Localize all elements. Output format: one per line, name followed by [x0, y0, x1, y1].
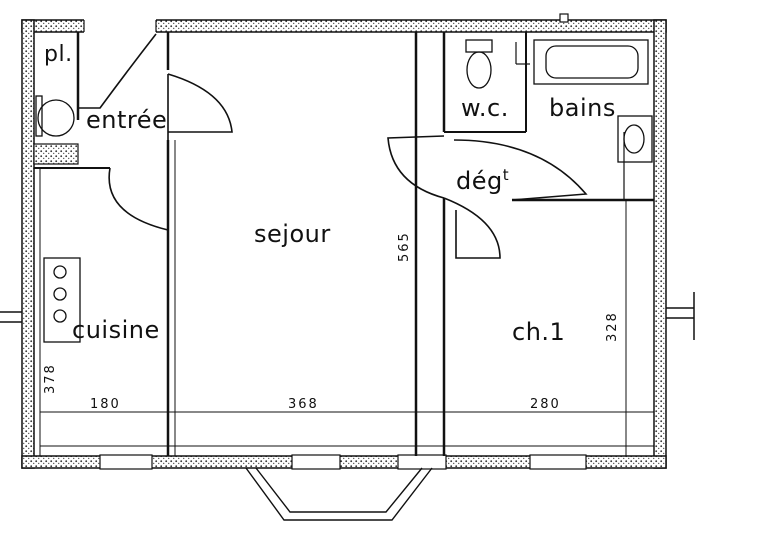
- toilet-icon: [465, 39, 493, 89]
- washbasin-icon: [617, 115, 653, 163]
- bathtub-icon: [533, 39, 649, 85]
- dimension-chambre-depth: 328: [605, 311, 620, 342]
- room-label-chambre: ch.1: [512, 318, 566, 346]
- room-label-entree: entrée: [86, 106, 168, 134]
- room-label-degagement-sup: t: [502, 166, 510, 184]
- wall-openings: [83, 13, 587, 470]
- room-label-degagement: dégt: [456, 166, 510, 195]
- fixtures: [35, 39, 653, 343]
- wall-bottom: [21, 455, 667, 469]
- side-stubs: [0, 292, 695, 340]
- dimension-sejour-width: 368: [288, 397, 319, 412]
- room-label-wc: w.c.: [461, 94, 509, 122]
- dimension-lines: [39, 40, 654, 456]
- dimension-chambre-width: 280: [530, 397, 561, 412]
- wall-left: [21, 19, 35, 469]
- door-swings: [78, 33, 588, 259]
- stove-icon: [43, 257, 81, 343]
- wall-right: [653, 19, 667, 469]
- bay-window: [245, 467, 433, 521]
- room-label-degagement-text: dég: [456, 167, 503, 195]
- boiler-icon: [37, 99, 75, 137]
- dimension-cuisine-width: 180: [90, 397, 121, 412]
- room-label-placard: pl.: [44, 42, 73, 67]
- room-label-sejour: sejour: [254, 220, 331, 248]
- dimension-cuisine-depth: 378: [43, 363, 58, 394]
- dimension-depth: 565: [397, 231, 412, 262]
- room-label-bains: bains: [549, 94, 616, 122]
- room-label-cuisine: cuisine: [72, 316, 160, 344]
- exterior-walls: [21, 19, 667, 469]
